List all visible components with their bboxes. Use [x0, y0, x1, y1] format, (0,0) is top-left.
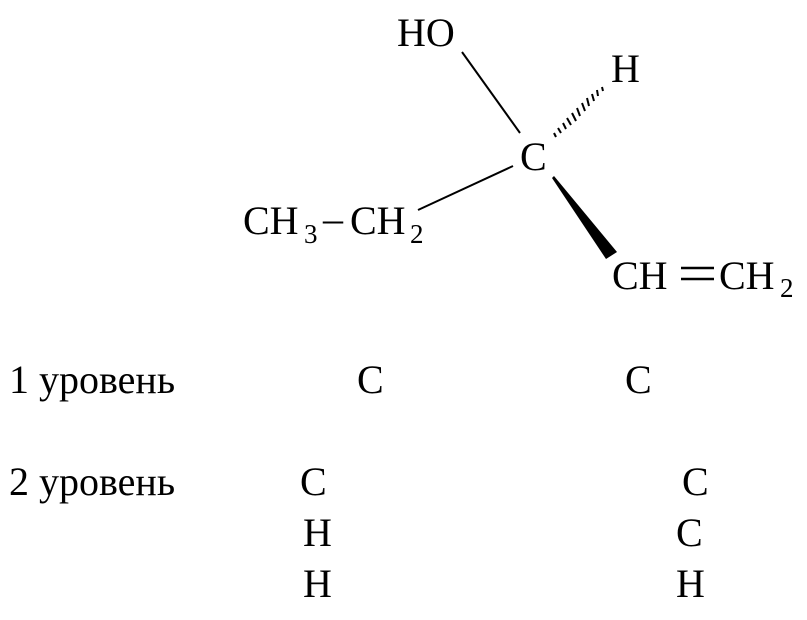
wedge-bond-c-vinyl: [552, 176, 617, 259]
level-2-label: 2 уровень: [9, 459, 175, 504]
level-2-left-atom: C: [300, 459, 327, 504]
ethyl-single-bond: –: [322, 196, 344, 241]
ch2-subscript: 2: [410, 219, 424, 249]
level-1-label: 1 уровень: [9, 357, 175, 402]
level-1-right-atom: C: [625, 357, 652, 402]
vinyl-group: CH CH 2: [612, 253, 794, 303]
hashed-bond-c-h: [553, 86, 604, 138]
bond-c-oh: [461, 51, 521, 134]
double-bond-vinyl: [681, 266, 714, 281]
hydroxyl-label: HO: [397, 10, 455, 55]
level-2-left-atom: H: [303, 561, 332, 606]
hydrogen-label: H: [611, 46, 640, 91]
ch3-label: CH: [243, 198, 299, 243]
level-2-left-atom: H: [303, 510, 332, 555]
bond-c-ethyl: [417, 165, 514, 211]
vinyl-ch2-subscript: 2: [780, 273, 794, 303]
level-2-rows: 2 уровень C H H C C H: [9, 459, 709, 606]
ethyl-group: CH 3 – CH 2: [243, 196, 424, 249]
ch2-label: CH: [350, 198, 406, 243]
vinyl-ch2-label: CH: [719, 253, 775, 298]
vinyl-ch-label: CH: [612, 253, 668, 298]
level-1-left-atom: C: [357, 357, 384, 402]
level-2-right-atom: C: [682, 459, 709, 504]
level-1-row: 1 уровень C C: [9, 357, 652, 402]
chiral-carbon-label: C: [520, 134, 547, 179]
ch3-subscript: 3: [304, 219, 318, 249]
level-2-right-atom: C: [676, 510, 703, 555]
level-2-right-atom: H: [676, 561, 705, 606]
